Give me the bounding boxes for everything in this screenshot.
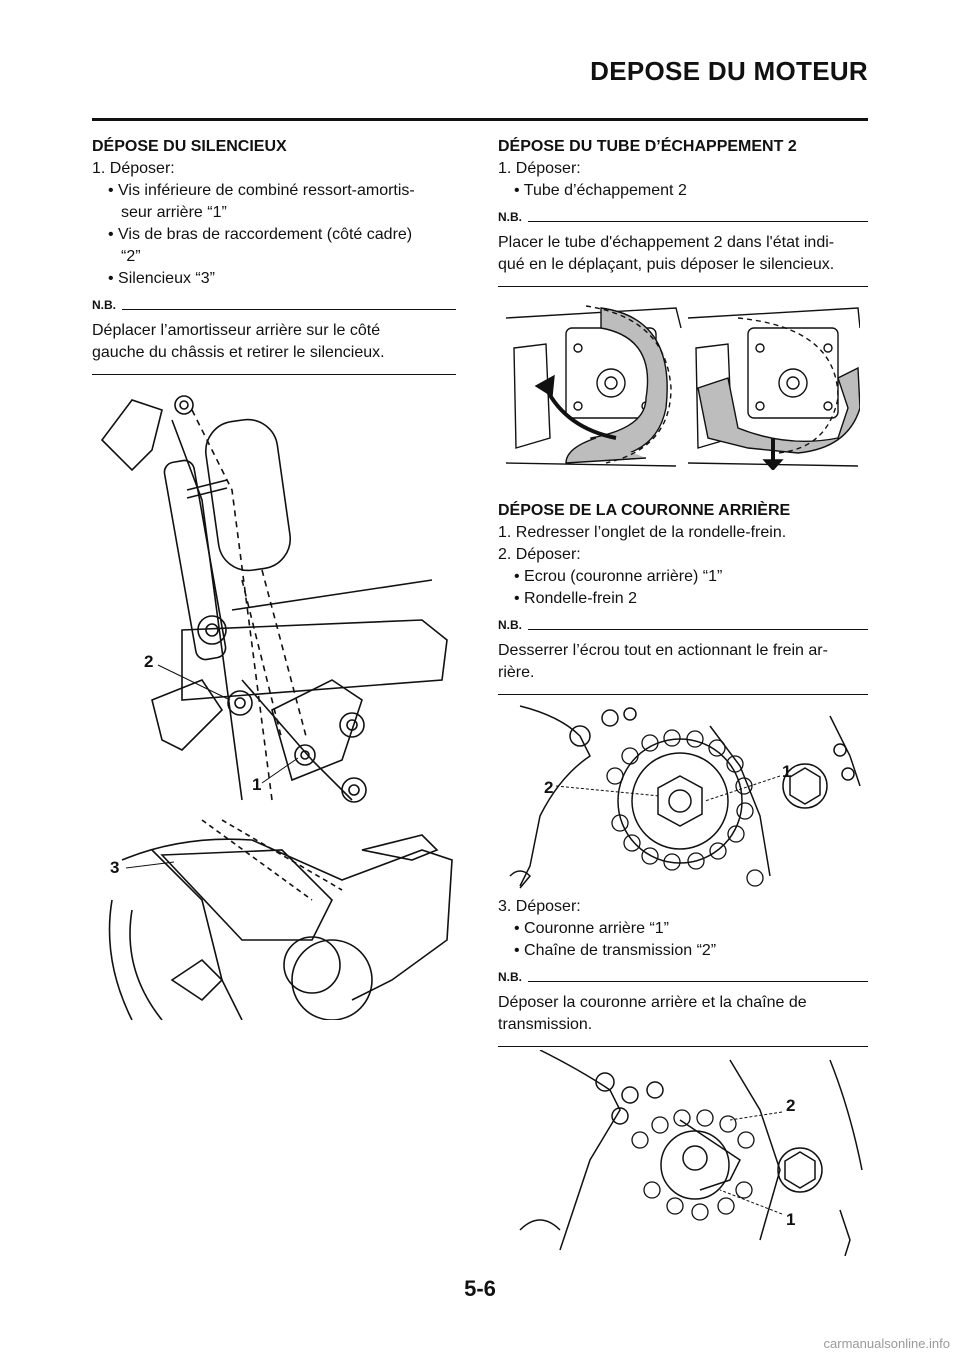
nb-text-line: qué en le déplaçant, puis déposer le sil… bbox=[498, 256, 835, 273]
nb-text-line: transmission. bbox=[498, 1016, 593, 1033]
bullet-item: • Silencieux “3” bbox=[108, 270, 215, 287]
bullet-continuation: seur arrière “1” bbox=[121, 204, 227, 221]
section-heading-exhaust: DÉPOSE DU TUBE D’ÉCHAPPEMENT 2 bbox=[498, 138, 797, 155]
callout-1: 1 bbox=[786, 1210, 796, 1229]
nb-end-rule bbox=[498, 694, 868, 695]
bullet-continuation: “2” bbox=[121, 248, 141, 265]
nb-end-rule bbox=[498, 1046, 868, 1047]
bullet-item: • Couronne arrière “1” bbox=[514, 920, 669, 937]
nb-rule bbox=[528, 629, 868, 630]
step-2: 2. Déposer: bbox=[498, 546, 581, 563]
step-1: 1. Déposer: bbox=[498, 160, 581, 177]
callout-2: 2 bbox=[144, 652, 154, 671]
step-3: 3. Déposer: bbox=[498, 898, 581, 915]
nb-rule bbox=[528, 221, 868, 222]
nb-header: N.B. bbox=[498, 210, 868, 224]
left-column: DÉPOSE DU SILENCIEUX 1. Déposer: • Vis i… bbox=[92, 136, 456, 375]
section-heading-sprocket: DÉPOSE DE LA COURONNE ARRIÈRE bbox=[498, 502, 791, 519]
section-heading-silencieux: DÉPOSE DU SILENCIEUX bbox=[92, 138, 287, 155]
bullet-item: • Vis inférieure de combiné ressort-amor… bbox=[108, 182, 415, 199]
nb-label: N.B. bbox=[498, 970, 522, 984]
right-column-section-sprocket: DÉPOSE DE LA COURONNE ARRIÈRE 1. Redress… bbox=[498, 500, 868, 695]
shock-silencer-illustration: 2 1 3 bbox=[92, 380, 462, 1020]
nb-text-line: rière. bbox=[498, 664, 535, 681]
page-title: DEPOSE DU MOTEUR bbox=[590, 56, 868, 86]
bullet-item: • Ecrou (couronne arrière) “1” bbox=[514, 568, 723, 585]
nb-text-line: Déplacer l’amortisseur arrière sur le cô… bbox=[92, 322, 381, 339]
nb-header: N.B. bbox=[498, 970, 868, 984]
right-column-step3: 3. Déposer: • Couronne arrière “1” • Cha… bbox=[498, 896, 868, 1047]
callout-2: 2 bbox=[544, 778, 554, 797]
step-1: 1. Déposer: bbox=[92, 160, 175, 177]
bullet-item: • Vis de bras de raccordement (côté cadr… bbox=[108, 226, 413, 243]
nb-rule bbox=[528, 981, 868, 982]
callout-2: 2 bbox=[786, 1096, 796, 1115]
exhaust-pipe-illustration bbox=[506, 288, 860, 470]
nb-text-line: gauche du châssis et retirer le silencie… bbox=[92, 344, 385, 361]
bullet-item: • Chaîne de transmission “2” bbox=[514, 942, 717, 959]
nb-label: N.B. bbox=[498, 210, 522, 224]
watermark-text: carmanualsonline.info bbox=[823, 1336, 950, 1351]
sprocket-nut-illustration: 2 1 bbox=[500, 696, 864, 892]
right-column-section-exhaust: DÉPOSE DU TUBE D’ÉCHAPPEMENT 2 1. Dépose… bbox=[498, 136, 868, 287]
sprocket-chain-illustration: 2 1 bbox=[500, 1050, 864, 1256]
page-number: 5-6 bbox=[464, 1276, 496, 1301]
nb-header: N.B. bbox=[498, 618, 868, 632]
nb-end-rule bbox=[92, 374, 456, 375]
nb-header: N.B. bbox=[92, 298, 456, 312]
nb-text-line: Déposer la couronne arrière et la chaîne… bbox=[498, 994, 807, 1011]
step-1: 1. Redresser l’onglet de la rondelle-fre… bbox=[498, 524, 787, 541]
callout-1: 1 bbox=[252, 775, 262, 794]
nb-label: N.B. bbox=[92, 298, 116, 312]
callout-3: 3 bbox=[110, 858, 120, 877]
title-rule bbox=[92, 118, 868, 121]
nb-rule bbox=[122, 309, 456, 310]
nb-text-line: Desserrer l’écrou tout en actionnant le … bbox=[498, 642, 828, 659]
nb-label: N.B. bbox=[498, 618, 522, 632]
nb-end-rule bbox=[498, 286, 868, 287]
callout-1: 1 bbox=[782, 762, 792, 781]
nb-text-line: Placer le tube d'échappement 2 dans l'ét… bbox=[498, 234, 835, 251]
bullet-item: • Rondelle-frein 2 bbox=[514, 590, 637, 607]
bullet-item: • Tube d’échappement 2 bbox=[514, 182, 687, 199]
